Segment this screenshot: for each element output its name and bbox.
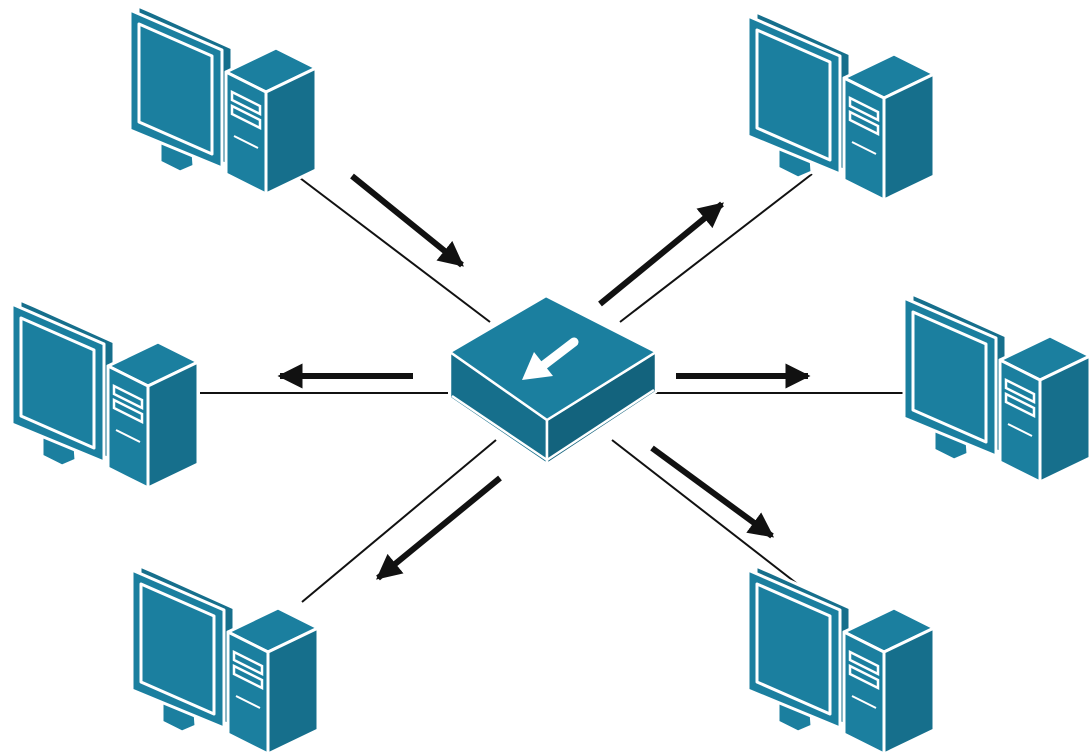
flow-arrows: [277, 173, 811, 581]
flow-arrow-bottom-right: [650, 445, 775, 539]
flow-arrow-bottom-left: [376, 475, 502, 581]
link-bottom-right: [611, 439, 801, 587]
desktop-computer-icon: [128, 4, 318, 196]
computer-left: [10, 298, 200, 490]
computer-top-right: [746, 10, 936, 202]
computer-bottom-right: [746, 564, 936, 756]
desktop-computer-icon: [746, 10, 936, 202]
link-top-right: [619, 173, 813, 323]
link-bottom-left: [301, 439, 497, 603]
desktop-computer-icon: [746, 564, 936, 756]
arrow-down-left-icon: [522, 337, 579, 380]
desktop-computer-icon: [10, 298, 200, 490]
computer-right: [902, 292, 1092, 484]
network-hub-icon: [448, 294, 658, 466]
desktop-computer-icon: [130, 564, 320, 756]
flow-arrow-top-left: [350, 173, 464, 268]
network-hub: [448, 294, 658, 466]
link-top-left: [299, 177, 491, 323]
connector-lines: [200, 173, 908, 603]
flow-arrow-top-right: [598, 201, 724, 307]
desktop-computer-icon: [902, 292, 1092, 484]
computer-bottom-left: [130, 564, 320, 756]
computer-top-left: [128, 4, 318, 196]
